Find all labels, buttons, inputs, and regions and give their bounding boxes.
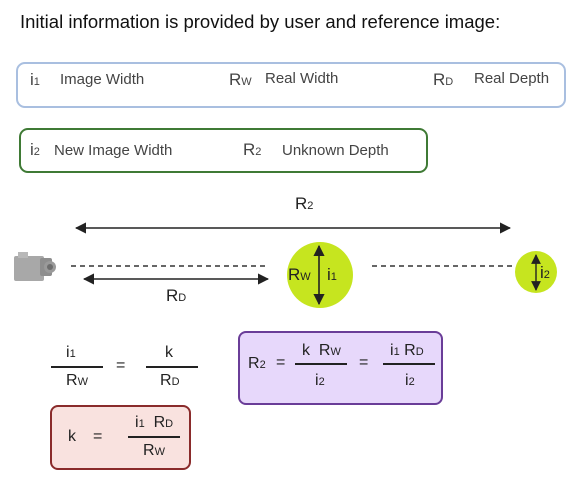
rd-label: RD [166,286,187,305]
r2-eq-frac2-den: i2 [405,372,415,389]
ratio-den-left: RW [66,372,88,389]
ratio-num-left: i1 [66,344,76,361]
r2-eq-frac1-num: k RW [302,342,341,359]
r2-eq-frac2-num: i1 RD [390,342,424,359]
legend-rw-symbol: RW [229,70,252,89]
rw-circle-label: RW [288,265,311,284]
reference-info-box [16,62,566,108]
legend-unknown-depth-label: Unknown Depth [282,142,389,159]
i2-circle-label: i2 [540,263,550,282]
legend-i1-symbol: i1 [30,70,40,89]
legend-new-image-width-label: New Image Width [54,142,173,159]
k-eq-equals: = [93,428,103,445]
r2-eq-frac2-line [383,363,435,365]
legend-i2-symbol: i2 [30,140,40,159]
k-eq-num: i1 RD [135,414,174,431]
new-info-box [19,128,428,173]
legend-rd-symbol: RD [433,70,454,89]
r2-eq-lhs: R2 [248,355,266,372]
r2-eq-equals-1: = [276,354,286,371]
r2-equation-box [238,331,443,405]
legend-r2-symbol: R2 [243,140,262,159]
ratio-equals: = [116,357,126,374]
i1-circle-label: i1 [327,265,337,284]
ratio-fraction-line-right [146,366,198,368]
k-eq-lhs: k [68,428,76,445]
legend-image-width-label: Image Width [60,71,145,88]
r2-eq-equals-2: = [359,354,369,371]
legend-real-width-label: Real Width [265,70,339,87]
k-eq-fraction-line [128,436,180,438]
r2-eq-frac1-line [295,363,347,365]
ratio-num-right: k [165,344,173,361]
r2-label: R2 [295,194,314,213]
ratio-fraction-line-left [51,366,103,368]
page-title: Initial information is provided by user … [20,11,501,32]
k-eq-den: RW [143,442,165,459]
k-equation-box [50,405,191,470]
legend-real-depth-label: Real Depth [474,70,550,87]
camera-icon [14,252,56,281]
ratio-den-right: RD [160,372,180,389]
r2-eq-frac1-den: i2 [315,372,325,389]
